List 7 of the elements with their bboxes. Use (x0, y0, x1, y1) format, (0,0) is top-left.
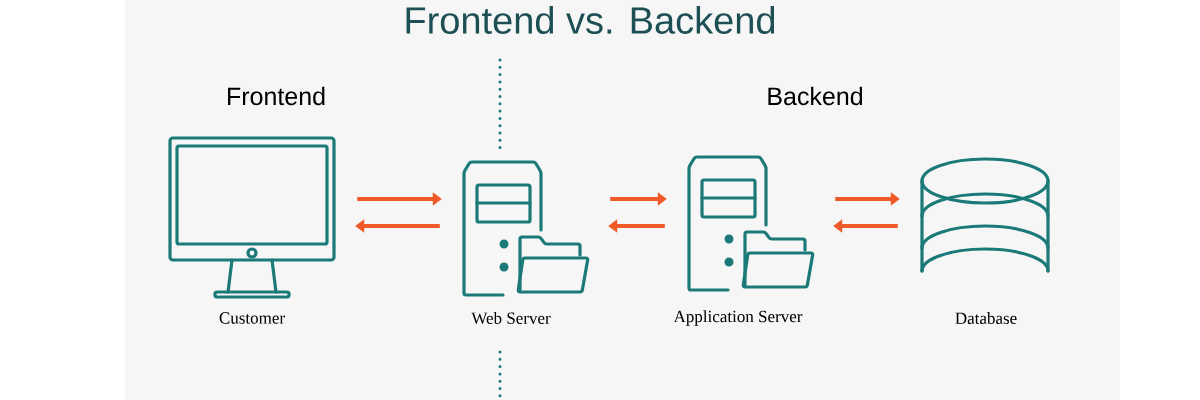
node-label: Customer (219, 312, 285, 324)
node-label: Application Server (673, 310, 803, 326)
section-heading: Backend (768, 86, 863, 106)
title: Frontend vs. Backend (406, 6, 775, 34)
node-label: Web Server (471, 312, 551, 324)
section-heading: Frontend (228, 86, 325, 106)
node-label: Database (955, 312, 1017, 324)
